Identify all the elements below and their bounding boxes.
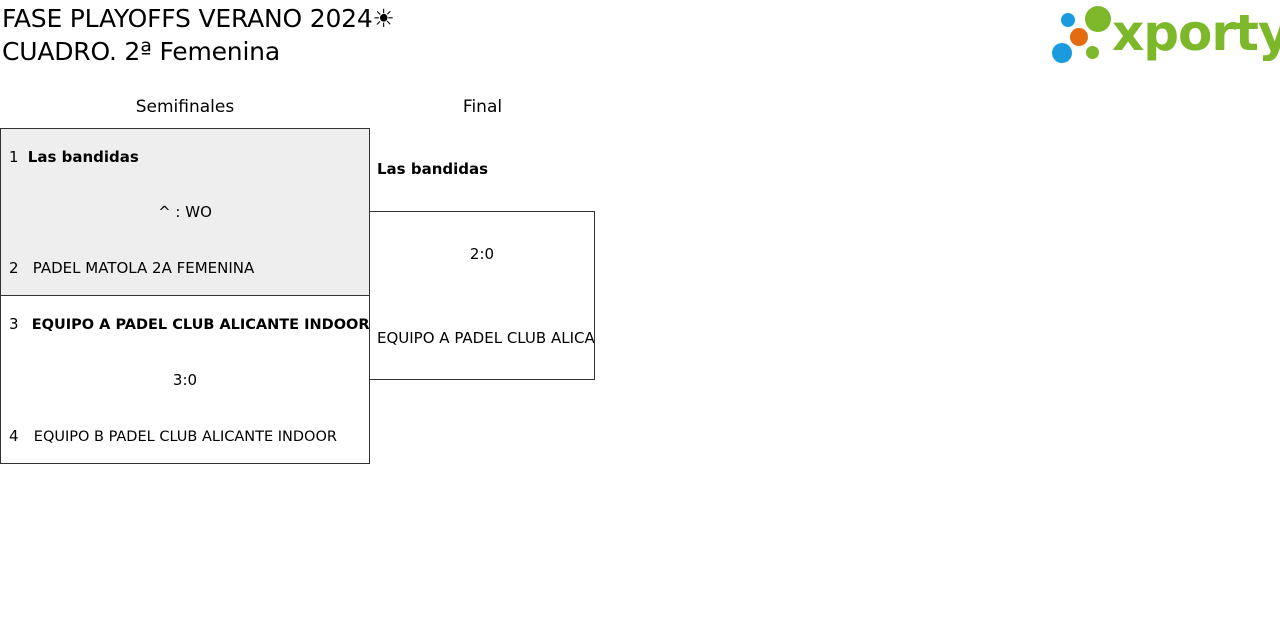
logo-dot-green [1085, 6, 1111, 32]
logo-dot-blue [1052, 43, 1072, 63]
semifinal-2-team-1: 3 EQUIPO A PADEL CLUB ALICANTE INDOOR [9, 314, 370, 335]
semifinal-1-team-1: 1 Las bandidas [9, 147, 139, 167]
semifinal-1-score: ^ : WO [158, 203, 212, 221]
semifinal-2-score: 3:0 [172, 371, 198, 389]
team-name: EQUIPO A PADEL CLUB ALICANTE INDOOR [31, 317, 370, 333]
page-title: FASE PLAYOFFS VERANO 2024☀ CUADRO. 2ª Fe… [2, 2, 395, 68]
final-winner: Las bandidas [377, 160, 489, 178]
semifinal-2-team-2: 4 EQUIPO B PADEL CLUB ALICANTE INDOOR [9, 426, 337, 447]
round-label-semifinals: Semifinales [135, 97, 235, 117]
final-match[interactable]: 2:0 EQUIPO A PADEL CLUB ALICANTE INDOOR [369, 211, 595, 380]
semifinal-1-team-2: 2 PADEL MATOLA 2A FEMENINA [9, 258, 254, 278]
semifinal-match-2[interactable]: 3 EQUIPO A PADEL CLUB ALICANTE INDOOR 3:… [0, 295, 370, 464]
logo-dot-blue-small [1061, 13, 1075, 27]
team-name: Las bandidas [27, 148, 139, 166]
team-name: EQUIPO B PADEL CLUB ALICANTE INDOOR [33, 429, 337, 445]
round-label-final: Final [462, 97, 503, 117]
team-seed: 4 [9, 427, 19, 445]
final-score: 2:0 [469, 245, 495, 263]
team-seed: 3 [9, 315, 19, 333]
team-name: PADEL MATOLA 2A FEMENINA [32, 259, 255, 277]
logo-dot-orange [1070, 28, 1088, 46]
semifinal-match-1[interactable]: 1 Las bandidas ^ : WO 2 PADEL MATOLA 2A … [0, 128, 370, 296]
team-seed: 1 [9, 148, 19, 166]
logo-dot-green-small [1086, 46, 1099, 59]
title-line-1: FASE PLAYOFFS VERANO 2024☀ [2, 4, 395, 33]
final-runner-up: EQUIPO A PADEL CLUB ALICANTE INDOOR [377, 329, 595, 347]
title-line-2: CUADRO. 2ª Femenina [2, 37, 280, 66]
logo-text: xporty [1112, 4, 1280, 62]
xporty-logo: xporty [1050, 4, 1280, 68]
team-seed: 2 [9, 259, 19, 277]
